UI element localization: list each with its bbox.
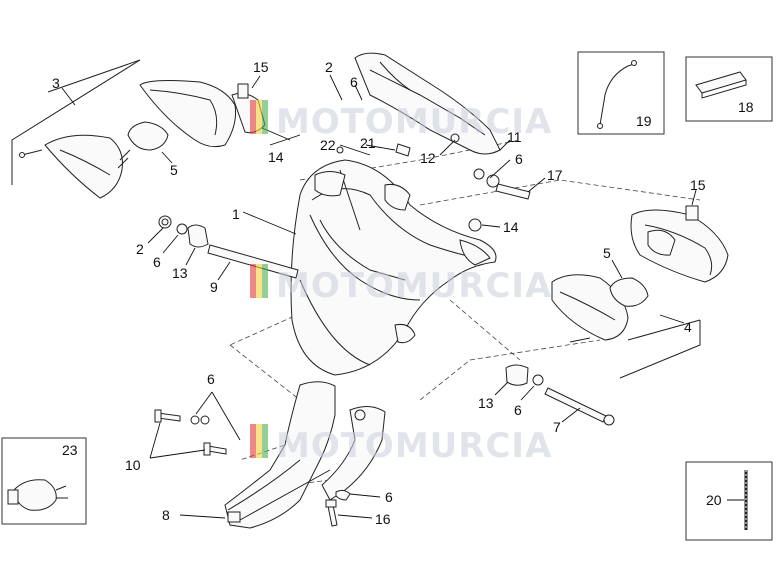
callout-5: 5: [170, 162, 178, 178]
callout-6: 6: [514, 402, 522, 418]
inset-box-19: [577, 51, 665, 135]
callout-6: 6: [350, 74, 358, 90]
upper-bracket: [336, 52, 501, 157]
callout-6: 6: [515, 151, 523, 167]
callout-6: 6: [207, 371, 215, 387]
callout-3: 3: [52, 75, 60, 91]
right-turn-signal-assembly: [551, 205, 729, 379]
callout-1: 1: [232, 206, 240, 222]
headlight-housing: [290, 159, 497, 376]
lower-hardware: [154, 364, 615, 527]
callout-21: 21: [360, 135, 376, 151]
callout-10: 10: [125, 457, 141, 473]
callout-4: 4: [684, 319, 692, 335]
watermark-bottom: MOTOMURCIA: [250, 424, 552, 466]
callout-20: 20: [706, 492, 722, 508]
callout-23: 23: [62, 442, 78, 458]
leader-lines: [61, 74, 744, 519]
callout-18: 18: [738, 99, 754, 115]
callout-13: 13: [478, 395, 494, 411]
callout-11: 11: [507, 129, 522, 145]
callout-labels: 3 5 15 2 6 14 22 21 12 11 6 17 14 1 2 6 …: [52, 59, 754, 527]
pivot-hardware-right: [468, 168, 531, 232]
watermark-text: MOTOMURCIA: [276, 102, 552, 142]
inset-box-23: [1, 437, 87, 525]
watermark-top: MOTOMURCIA: [250, 100, 552, 142]
pivot-hardware-left: [158, 215, 299, 279]
callout-8: 8: [162, 507, 170, 523]
callout-19: 19: [636, 113, 652, 129]
callout-6: 6: [385, 489, 393, 505]
callout-7: 7: [553, 419, 561, 435]
callout-15: 15: [690, 177, 706, 193]
inset-box-20: [685, 461, 773, 541]
callout-6: 6: [153, 254, 161, 270]
callout-14: 14: [268, 149, 284, 165]
callout-16: 16: [375, 511, 391, 527]
left-turn-signal-assembly: [11, 59, 266, 199]
callout-2: 2: [325, 59, 333, 75]
callout-14: 14: [503, 219, 519, 235]
callout-13: 13: [172, 265, 188, 281]
callout-17: 17: [547, 167, 563, 183]
callout-5: 5: [603, 245, 611, 261]
callout-2: 2: [136, 241, 144, 257]
callout-22: 22: [320, 137, 336, 153]
inset-box-18: [685, 56, 773, 122]
callout-15: 15: [253, 59, 269, 75]
watermark-text: MOTOMURCIA: [276, 426, 552, 466]
lower-bracket: [224, 381, 386, 529]
callout-9: 9: [210, 279, 218, 295]
callout-12: 12: [420, 150, 436, 166]
watermark-middle: MOTOMURCIA: [250, 264, 552, 306]
watermark-text: MOTOMURCIA: [276, 266, 552, 306]
